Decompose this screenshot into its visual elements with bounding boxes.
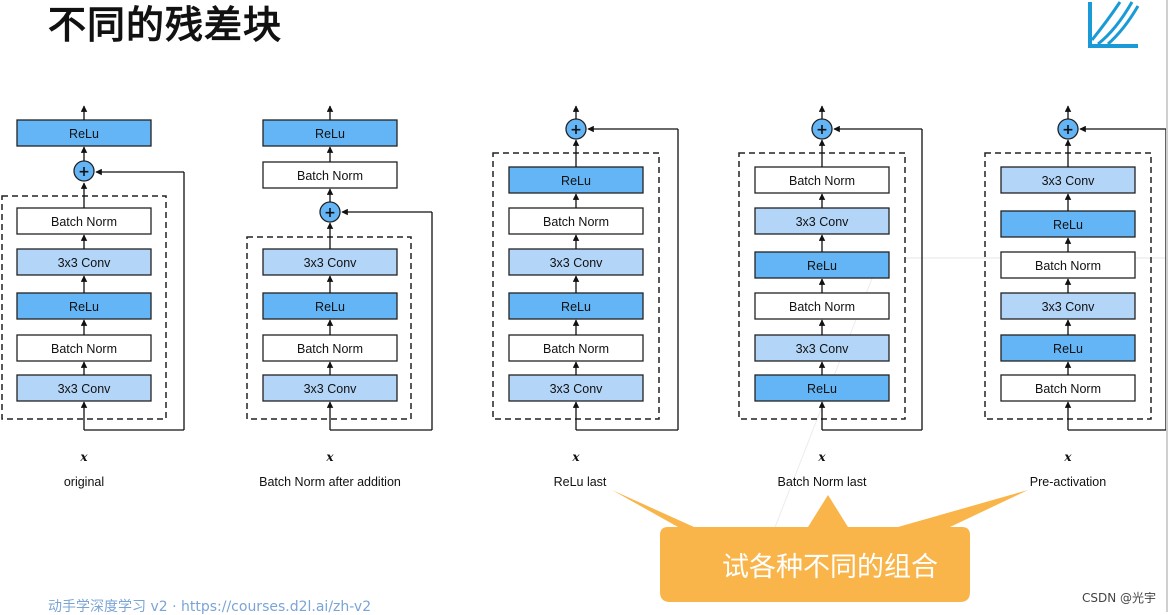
layer-batch-norm [754,292,890,320]
layer-relu-label: ReLu [69,127,99,141]
layer-relu [1000,210,1136,238]
input-label: x [325,450,334,464]
callout-text: 试各种不同的组合 [722,552,938,583]
plus-icon: + [570,122,582,138]
layer-relu-label: ReLu [69,300,99,314]
diagram-bn-last: ReLu 3x3 Conv Batch Norm ReLu 3x3 Conv B… [738,105,923,489]
layer-batch-norm [262,161,398,189]
layer-batch-norm-label: Batch Norm [543,342,609,356]
layer-batch-norm [754,166,890,194]
layer-batch-norm-label: Batch Norm [51,342,117,356]
input-label: x [817,450,826,464]
layer-relu [262,119,398,147]
layer-batch-norm [262,334,398,362]
plus-icon: + [1062,122,1074,138]
layer-conv-label: 3x3 Conv [796,342,850,356]
layer-relu-label: ReLu [315,300,345,314]
plus-icon: + [816,122,828,138]
block-boundary [246,236,412,420]
watermark: CSDN @光宇 [1082,591,1157,605]
layer-batch-norm-label: Batch Norm [543,215,609,229]
layer-batch-norm-label: Batch Norm [297,342,363,356]
layer-batch-norm [1000,374,1136,402]
diagram-caption: original [64,475,104,489]
plus-icon: + [324,205,336,221]
layer-conv [1000,292,1136,320]
layer-conv-label: 3x3 Conv [58,256,112,270]
layer-relu-label: ReLu [561,174,591,188]
layer-relu-label: ReLu [807,382,837,396]
right-edge-line [1166,0,1168,612]
layer-relu [16,292,152,320]
footer-link[interactable]: 动手学深度学习 v2 · https://courses.d2l.ai/zh-v… [48,599,372,615]
layer-conv [1000,166,1136,194]
input-label: x [79,450,88,464]
layer-conv-label: 3x3 Conv [550,256,604,270]
layer-conv-label: 3x3 Conv [796,215,850,229]
d2l-logo-icon [1088,1,1140,48]
layer-conv-label: 3x3 Conv [1042,300,1096,314]
plus-icon: + [78,164,90,180]
diagram-caption: Pre-activation [1030,475,1106,489]
layer-batch-norm-label: Batch Norm [1035,382,1101,396]
layer-relu [262,292,398,320]
layer-relu-label: ReLu [315,127,345,141]
layer-conv-label: 3x3 Conv [1042,174,1096,188]
layer-conv-label: 3x3 Conv [304,256,358,270]
layer-conv [754,334,890,362]
layer-conv [754,207,890,235]
layer-batch-norm-label: Batch Norm [51,215,117,229]
layer-relu-label: ReLu [1053,342,1083,356]
diagram-relu-last: 3x3 Conv Batch Norm ReLu 3x3 Conv Batch … [492,105,679,489]
layer-batch-norm-label: Batch Norm [789,300,855,314]
layer-batch-norm-label: Batch Norm [1035,259,1101,273]
layer-relu-label: ReLu [807,259,837,273]
page-title: 不同的残差块 [48,3,283,47]
diagram-original: 3x3 Conv Batch Norm ReLu 3x3 Conv Batch … [1,105,185,489]
input-label: x [1063,450,1072,464]
diagram-bn-after-addition: 3x3 Conv Batch Norm ReLu 3x3 Conv + Batc… [246,105,433,489]
diagram-caption: Batch Norm after addition [259,475,401,489]
diagram-caption: Batch Norm last [778,475,867,489]
layer-relu [16,119,152,147]
layer-conv [508,248,644,276]
input-label: x [571,450,580,464]
diagram-caption: ReLu last [554,475,607,489]
diagram-pre-activation: Batch Norm ReLu 3x3 Conv Batch Norm ReLu… [984,105,1167,489]
callout-shape [612,490,1028,602]
layer-relu [508,166,644,194]
layer-batch-norm-label: Batch Norm [789,174,855,188]
layer-conv-label: 3x3 Conv [550,382,604,396]
layer-conv-label: 3x3 Conv [58,382,112,396]
layer-conv-label: 3x3 Conv [304,382,358,396]
layer-batch-norm-label: Batch Norm [297,169,363,183]
layer-relu [1000,334,1136,362]
layer-relu-label: ReLu [1053,218,1083,232]
layer-conv [16,374,152,402]
layer-relu-label: ReLu [561,300,591,314]
layer-conv [508,374,644,402]
